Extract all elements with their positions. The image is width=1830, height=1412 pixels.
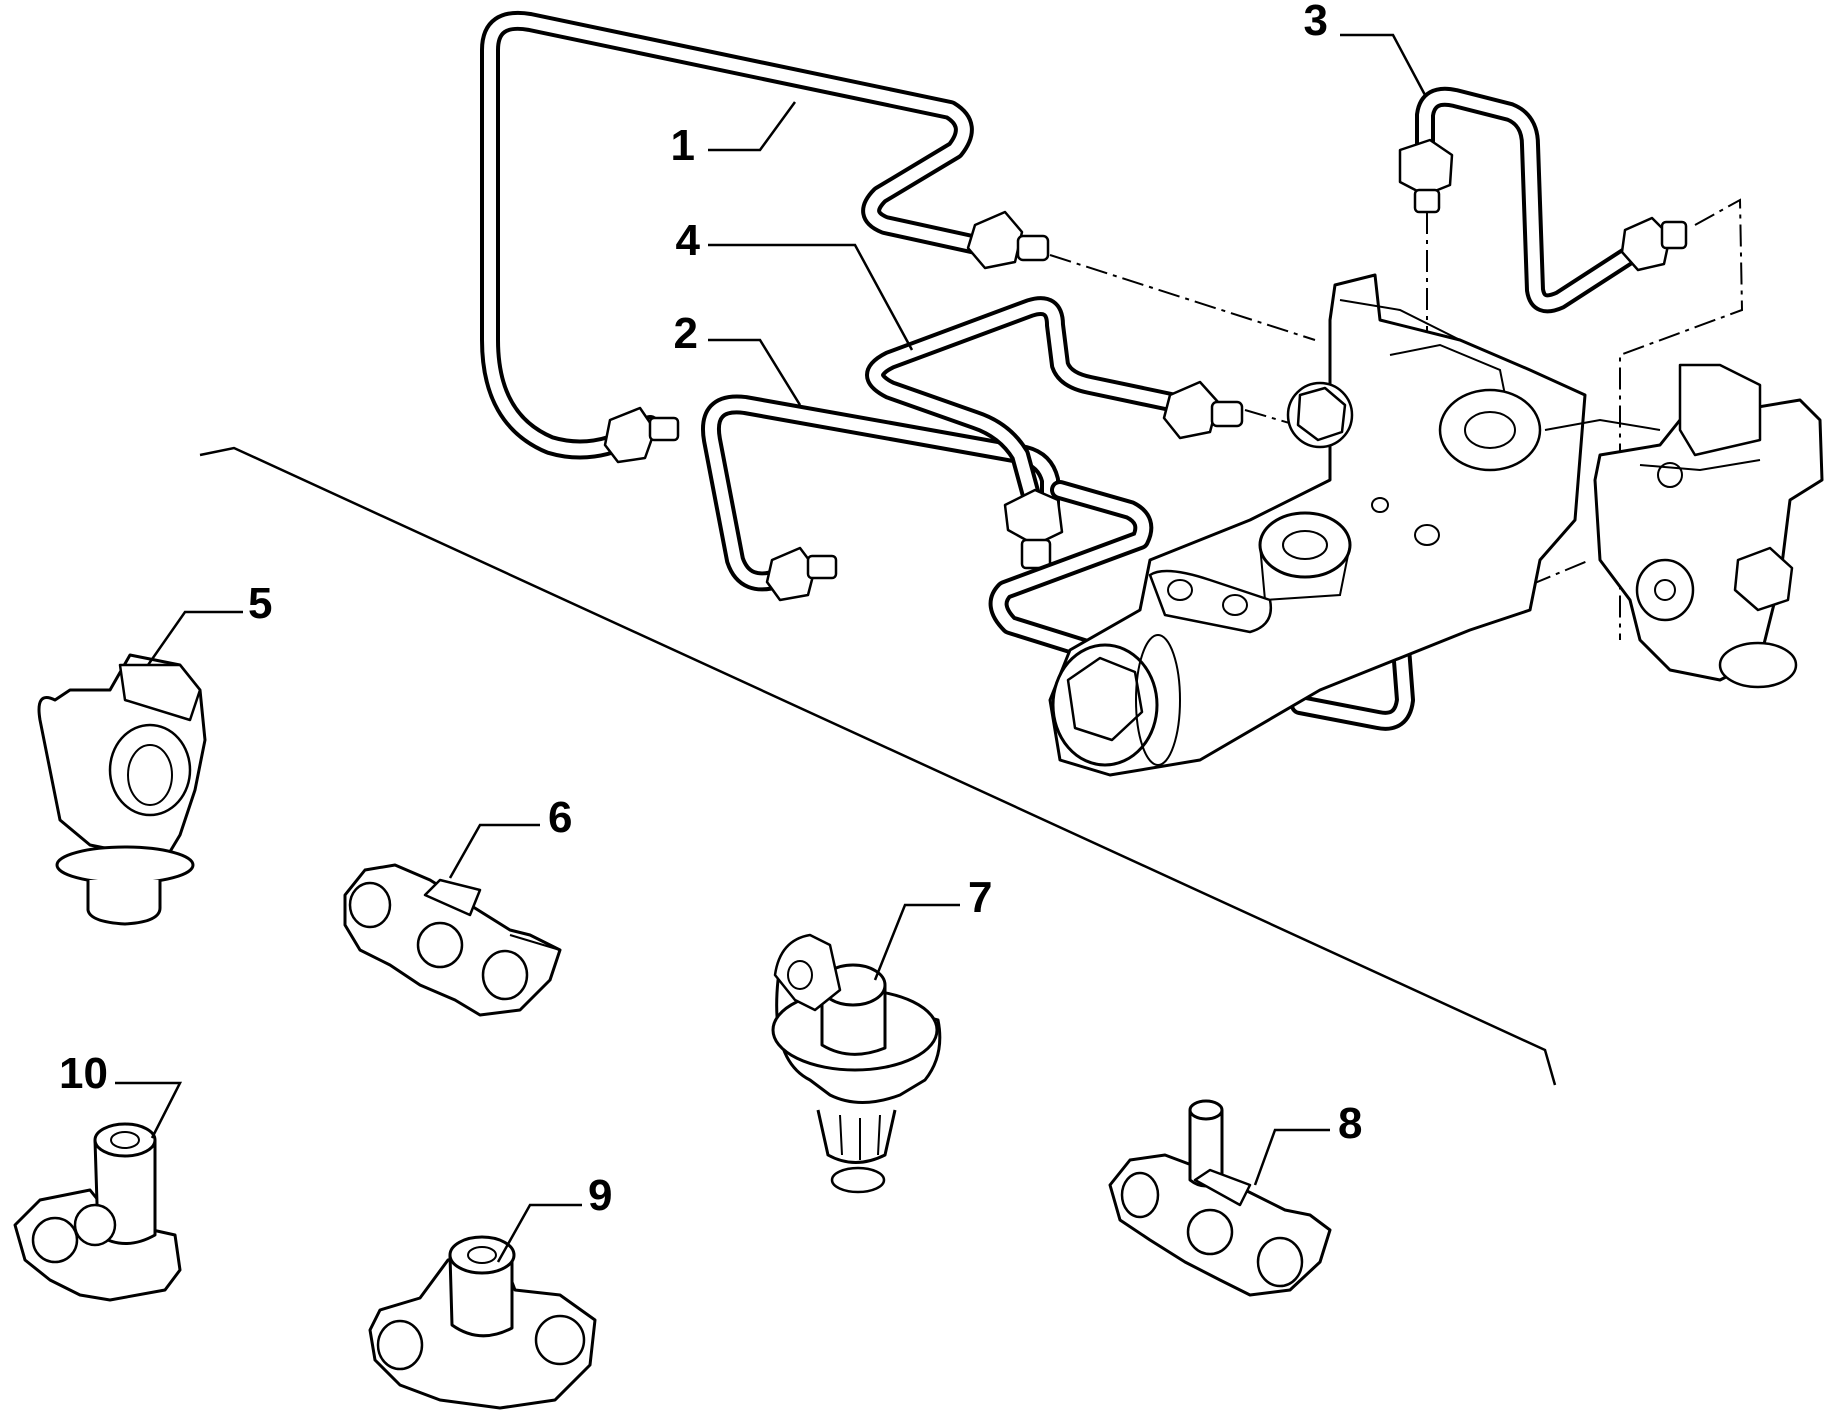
part-8-clip (1108, 1099, 1332, 1297)
part-6-clip (343, 863, 562, 1017)
brake-pipe-3 (1415, 86, 1655, 314)
callout-8: 8 (1338, 1099, 1362, 1148)
callout-3: 3 (1304, 0, 1328, 45)
callout-6: 6 (548, 793, 572, 842)
callout-2: 2 (674, 309, 698, 358)
pipe-3-fitting-top (1398, 138, 1454, 214)
part-9-clip (368, 1235, 597, 1410)
callout-labels: 1 2 3 4 5 6 7 8 9 10 (59, 0, 1362, 1220)
separator-line (199, 446, 1557, 1086)
callout-1: 1 (671, 121, 695, 170)
pipe-4-fitting-bottom (1003, 488, 1064, 570)
pipe-1-fitting-left (603, 406, 680, 464)
brake-pipe-4 (865, 296, 1195, 520)
pipe-2-fitting (765, 546, 838, 602)
brake-pipe-lower-loop (988, 480, 1154, 660)
callout-10: 10 (59, 1049, 108, 1098)
brake-pipe-2 (701, 394, 1060, 592)
brake-pipe-1 (480, 10, 1000, 460)
pipe-4-fitting-top (1162, 380, 1244, 440)
pressure-regulator-valve (1048, 273, 1661, 777)
brake-valve-right (1593, 363, 1824, 689)
part-5-clip (37, 653, 207, 926)
pipe-1-fitting-right (966, 210, 1050, 270)
callout-9: 9 (588, 1171, 612, 1220)
leader-lines (115, 33, 1427, 1263)
pipe-3-fitting-right (1620, 216, 1688, 272)
part-7-grommet (771, 933, 942, 1194)
callout-5: 5 (248, 579, 272, 628)
callout-7: 7 (968, 873, 992, 922)
callout-4: 4 (676, 216, 701, 265)
part-10-clip (13, 1122, 182, 1302)
